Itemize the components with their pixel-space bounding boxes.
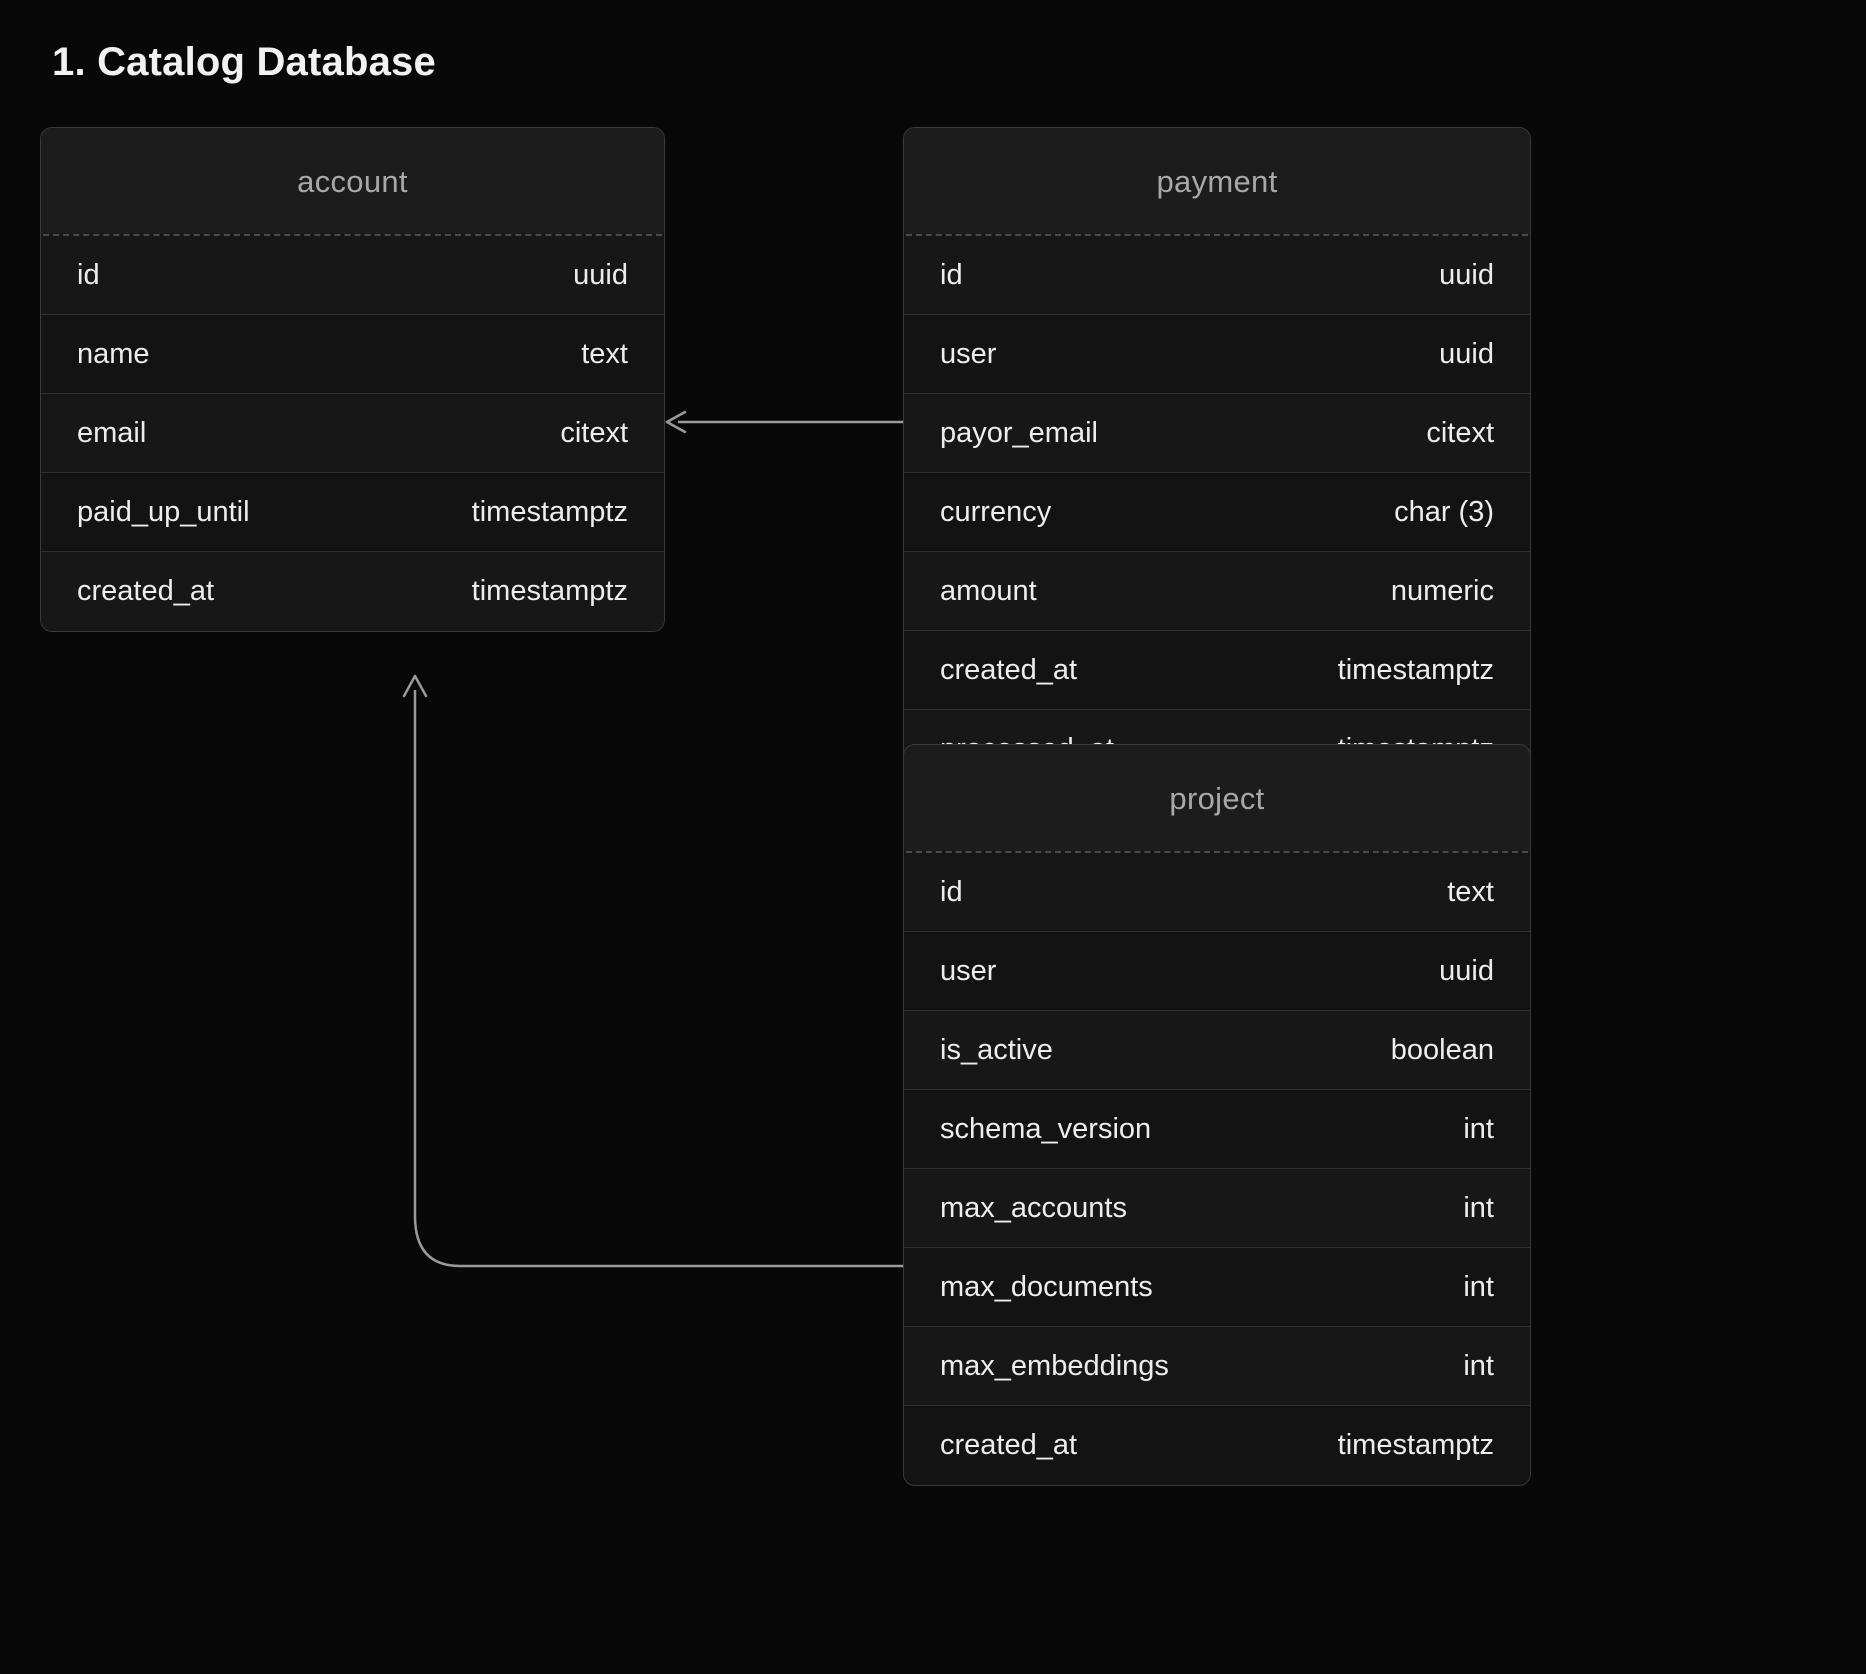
table-title-account: account [41,128,664,234]
field-name: id [940,259,963,292]
field-type: text [581,338,628,371]
table-row[interactable]: email citext [41,394,664,473]
table-row[interactable]: payor_email citext [904,394,1530,473]
field-type: timestamptz [1338,654,1494,687]
table-row[interactable]: amount numeric [904,552,1530,631]
table-row[interactable]: schema_version int [904,1090,1530,1169]
field-name: id [77,259,100,292]
field-name: max_accounts [940,1192,1127,1225]
field-type: char (3) [1394,496,1494,529]
field-name: amount [940,575,1037,608]
field-name: name [77,338,150,371]
field-type: int [1463,1271,1494,1304]
table-row[interactable]: id text [904,853,1530,932]
field-type: boolean [1391,1034,1494,1067]
field-type: int [1463,1113,1494,1146]
field-name: created_at [77,575,214,608]
table-card-payment[interactable]: payment id uuid user uuid payor_email ci… [903,127,1531,790]
table-row[interactable]: id uuid [41,236,664,315]
field-type: timestamptz [472,575,628,608]
table-row[interactable]: created_at timestamptz [904,631,1530,710]
table-row[interactable]: user uuid [904,932,1530,1011]
field-name: user [940,955,996,988]
field-type: uuid [1439,338,1494,371]
table-card-account[interactable]: account id uuid name text email citext p… [40,127,665,632]
table-row[interactable]: max_documents int [904,1248,1530,1327]
field-name: created_at [940,1429,1077,1462]
field-name: id [940,876,963,909]
table-row[interactable]: max_embeddings int [904,1327,1530,1406]
table-title-project: project [904,745,1530,851]
table-row[interactable]: created_at timestamptz [41,552,664,631]
table-row[interactable]: name text [41,315,664,394]
table-row[interactable]: is_active boolean [904,1011,1530,1090]
field-name: created_at [940,654,1077,687]
table-row[interactable]: paid_up_until timestamptz [41,473,664,552]
table-row[interactable]: currency char (3) [904,473,1530,552]
table-card-project[interactable]: project id text user uuid is_active bool… [903,744,1531,1486]
connector-project-to-account [404,676,903,1266]
field-name: payor_email [940,417,1098,450]
connector-payment-to-account [667,412,903,432]
table-title-payment: payment [904,128,1530,234]
page-title: 1. Catalog Database [52,40,436,85]
field-name: max_embeddings [940,1350,1169,1383]
field-type: uuid [1439,955,1494,988]
field-type: uuid [1439,259,1494,292]
field-type: numeric [1391,575,1494,608]
field-type: int [1463,1350,1494,1383]
field-name: email [77,417,146,450]
field-type: citext [560,417,628,450]
field-type: text [1447,876,1494,909]
field-name: max_documents [940,1271,1153,1304]
field-type: timestamptz [472,496,628,529]
field-type: uuid [573,259,628,292]
field-name: is_active [940,1034,1053,1067]
table-row[interactable]: created_at timestamptz [904,1406,1530,1485]
field-type: timestamptz [1338,1429,1494,1462]
field-name: currency [940,496,1051,529]
field-type: citext [1426,417,1494,450]
table-row[interactable]: user uuid [904,315,1530,394]
table-row[interactable]: max_accounts int [904,1169,1530,1248]
field-name: schema_version [940,1113,1151,1146]
field-name: user [940,338,996,371]
field-name: paid_up_until [77,496,250,529]
table-row[interactable]: id uuid [904,236,1530,315]
field-type: int [1463,1192,1494,1225]
